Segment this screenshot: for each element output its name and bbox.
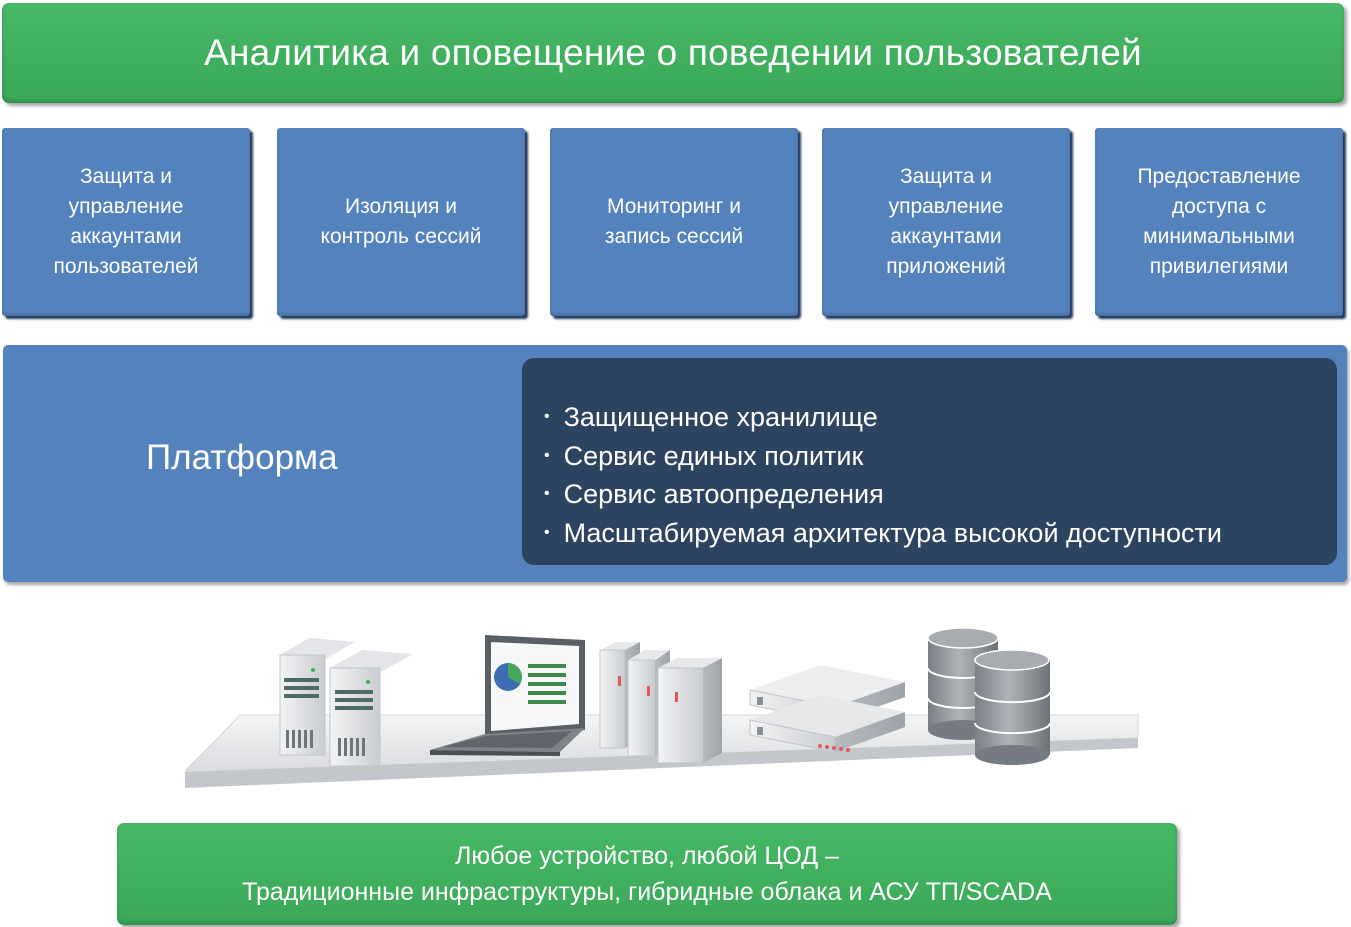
top-analytics-bar: Аналитика и оповещение о поведении польз… — [2, 3, 1344, 103]
module-label: Мониторинг и запись сессий — [604, 195, 744, 248]
database-icon — [927, 627, 1051, 765]
feature-item: • Сервис единых политик — [544, 437, 1317, 476]
feature-label: Сервис автоопределения — [563, 479, 884, 510]
module-label: Предоставление доступа с минимальными пр… — [1137, 165, 1301, 278]
top-bar-title: Аналитика и оповещение о поведении польз… — [204, 32, 1142, 73]
platform-features-list: • Защищенное хранилище • Сервис единых пол… — [522, 358, 1337, 565]
module-least-privilege: Предоставление доступа с минимальными пр… — [1095, 128, 1343, 316]
bottom-bar-line2: Традиционные инфраструктуры, гибридные о… — [242, 878, 1052, 906]
module-session-isolation: Изоляция и контроль сессий — [277, 128, 525, 316]
laptop-chart-icon — [430, 635, 585, 756]
feature-item: • Сервис автоопределения — [544, 475, 1317, 514]
feature-label: Масштабируемая архитектура высокой досту… — [563, 518, 1222, 549]
feature-item: • Масштабируемая архитектура высокой дост… — [544, 514, 1317, 553]
module-user-accounts: Защита и управление аккаунтами пользоват… — [2, 128, 250, 316]
rack-server-icon — [599, 642, 722, 764]
feature-label: Сервис единых политик — [563, 440, 864, 471]
bullet-icon: • — [544, 446, 550, 464]
network-appliance-icon — [749, 665, 905, 753]
infrastructure-illustration — [183, 627, 1139, 788]
platform-title: Платформа — [146, 438, 338, 477]
module-session-monitoring: Мониторинг и запись сессий — [550, 128, 798, 316]
bottom-infrastructure-bar: Любое устройство, любой ЦОД – Традиционн… — [117, 823, 1177, 925]
module-label: Защита и управление аккаунтами пользоват… — [53, 165, 199, 278]
platform-panel: Платформа • Защищенное хранилище • Сервис … — [3, 345, 1347, 582]
bullet-icon: • — [544, 408, 550, 425]
bottom-bar-line1: Любое устройство, любой ЦОД – — [454, 842, 839, 870]
tower-server-icon — [279, 638, 413, 767]
bullet-icon: • — [544, 485, 550, 503]
feature-label: Защищенное хранилище — [563, 402, 878, 432]
bullet-icon: • — [544, 524, 550, 542]
module-app-accounts: Защита и управление аккаунтами приложени… — [822, 128, 1070, 316]
module-label: Изоляция и контроль сессий — [320, 195, 482, 248]
feature-item: • Защищенное хранилище — [544, 398, 1317, 437]
module-label: Защита и управление аккаунтами приложени… — [886, 165, 1006, 278]
